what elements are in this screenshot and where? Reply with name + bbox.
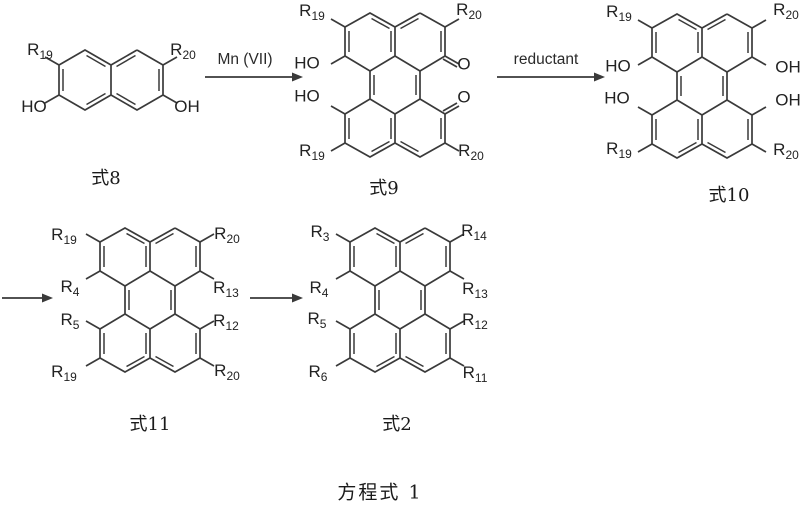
s2-caption: 式2 <box>382 414 412 435</box>
arrow-2-reagent-label: reductant <box>513 51 579 68</box>
structure-s8-skeleton <box>44 49 178 111</box>
s2-substituent-lr: R12 <box>462 309 488 333</box>
s2-substituent-tr: R14 <box>461 220 487 244</box>
reaction-arrow-1 <box>205 72 303 82</box>
s2-substituent-tl: R3 <box>310 221 330 245</box>
s2-substituent-ur: R13 <box>462 278 488 302</box>
s11-substituent-tr: R20 <box>214 223 240 247</box>
s2-substituent-bl: R6 <box>308 361 328 385</box>
s8-substituent-bl: HO <box>21 96 47 116</box>
s2-substituent-br: R11 <box>462 362 488 386</box>
s10-substituent-ul: HO <box>605 56 631 76</box>
s11-substituent-lr: R12 <box>213 310 239 334</box>
structure-s10-skeleton <box>637 13 767 159</box>
s8-substituent-br: OH <box>174 96 200 116</box>
s10-substituent-br: R20 <box>773 139 799 163</box>
equation-caption: 方程式 1 <box>337 481 423 504</box>
s10-substituent-ur: OH <box>775 57 800 77</box>
s10-caption: 式10 <box>708 185 750 206</box>
s10-substituent-tl: R19 <box>606 1 632 25</box>
s11-substituent-ur: R13 <box>213 277 239 301</box>
s8-substituent-tr: R20 <box>170 39 196 63</box>
s9-substituent-ll: HO <box>294 86 320 106</box>
reaction-arrow-4 <box>250 293 303 303</box>
s9-substituent-br: R20 <box>458 140 484 164</box>
s9-substituent-tr: R20 <box>456 0 482 23</box>
arrow-1-reagent-label: Mn (VII) <box>217 51 273 68</box>
s2-substituent-ul: R4 <box>309 277 329 301</box>
s8-substituent-tl: R19 <box>27 39 53 63</box>
s9-substituent-bl: R19 <box>299 140 325 164</box>
s11-substituent-bl: R19 <box>51 361 77 385</box>
s9-carbonyl-double-bonds <box>442 58 458 112</box>
s9-substituent-ur: O <box>457 54 471 74</box>
s11-substituent-ul: R4 <box>60 276 80 300</box>
s11-substituent-tl: R19 <box>51 224 77 248</box>
structure-s2-skeleton <box>335 227 465 373</box>
s9-substituent-ul: HO <box>294 53 320 73</box>
s11-caption: 式11 <box>129 414 171 435</box>
s10-substituent-tr: R20 <box>773 0 799 23</box>
s9-substituent-lr: O <box>457 87 471 107</box>
s11-substituent-ll: R5 <box>60 309 80 333</box>
reaction-arrow-2 <box>497 72 605 82</box>
structure-s9-skeleton <box>330 12 460 158</box>
s8-caption: 式8 <box>91 168 121 189</box>
s10-substituent-lr: OH <box>775 90 800 110</box>
structure-s11-skeleton <box>85 227 215 373</box>
reaction-arrow-3 <box>2 293 53 303</box>
s10-substituent-bl: R19 <box>606 138 632 162</box>
s9-caption: 式9 <box>369 178 399 199</box>
s10-substituent-ll: HO <box>604 88 630 108</box>
s9-substituent-tl: R19 <box>299 0 325 24</box>
s2-substituent-ll: R5 <box>307 308 327 332</box>
s11-substituent-br: R20 <box>214 360 240 384</box>
